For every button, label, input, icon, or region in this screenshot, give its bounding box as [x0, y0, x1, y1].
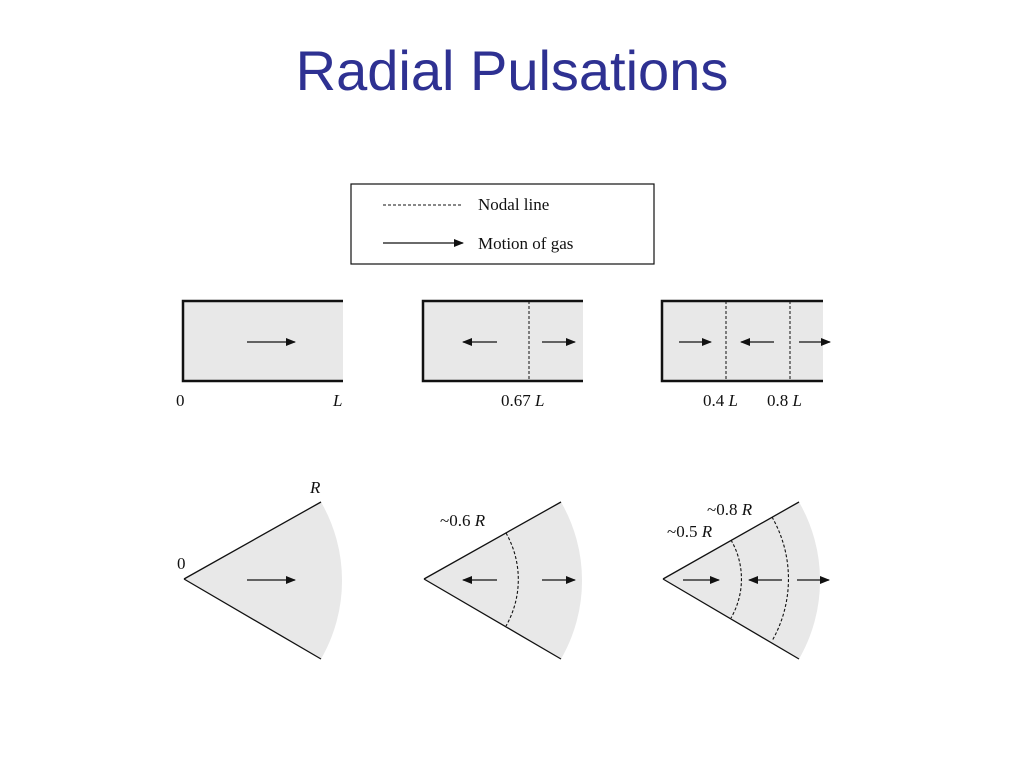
node1-position-label: 0.4 L — [703, 391, 738, 410]
legend: Nodal line Motion of gas — [350, 183, 655, 265]
tube-second-overtone: 0.4 L 0.8 L — [660, 299, 831, 410]
tube-first-overtone: 0.67 L — [421, 299, 583, 410]
nodal-line — [730, 539, 742, 619]
wedge-fundamental: 0 R — [177, 478, 343, 660]
wedge-first-overtone: ~0.6 R — [423, 501, 583, 660]
node2-radius-label: ~0.8 R — [707, 500, 753, 519]
node2-position-label: 0.8 L — [767, 391, 802, 410]
node-radius-label: ~0.6 R — [440, 511, 486, 530]
nodal-line — [505, 532, 519, 627]
tube-origin-label: 0 — [176, 391, 185, 410]
wedge-second-overtone: ~0.8 R ~0.5 R — [662, 500, 830, 660]
tube-length-label: L — [332, 391, 342, 410]
wedge-radius-label: R — [309, 478, 321, 497]
node-position-label: 0.67 L — [501, 391, 544, 410]
node1-radius-label: ~0.5 R — [667, 522, 713, 541]
legend-nodal-line-label: Nodal line — [478, 195, 549, 214]
page-title: Radial Pulsations — [295, 39, 729, 102]
tube-fundamental: 0 L — [176, 299, 343, 410]
nodal-line — [771, 516, 790, 642]
legend-motion-of-gas-label: Motion of gas — [478, 234, 573, 253]
wedge-origin-label: 0 — [177, 554, 186, 573]
